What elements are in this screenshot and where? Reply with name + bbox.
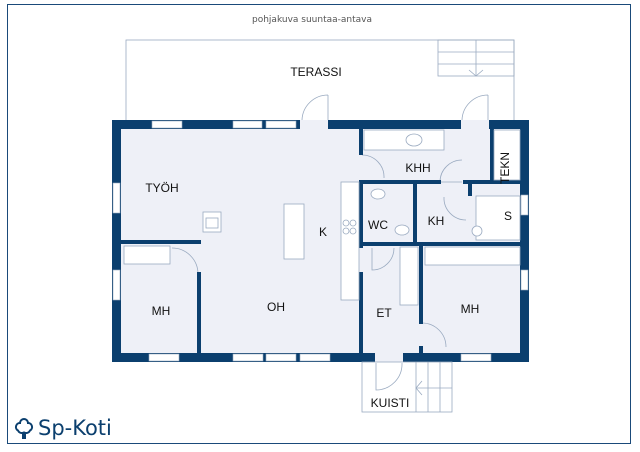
room-label-et: ET [376, 306, 392, 320]
fixtures [123, 129, 521, 306]
room-label-wc: WC [368, 218, 388, 232]
room-label-mh-right: MH [461, 302, 480, 316]
room-label-terassi: TERASSI [290, 65, 341, 79]
logo-text: Sp-Koti [38, 416, 112, 440]
porch [361, 361, 453, 413]
windows [112, 120, 529, 362]
disclaimer-text: pohjakuva suuntaa-antava [252, 15, 372, 25]
company-logo: Sp-Koti [12, 416, 112, 440]
tree-logo-icon [14, 417, 34, 439]
interior-walls [121, 129, 520, 353]
room-label-tyoh: TYÖH [145, 181, 178, 195]
room-label-tekn: TEKN [498, 152, 512, 184]
room-label-s: S [504, 209, 512, 223]
room-label-k: K [319, 225, 327, 239]
room-label-khh: KHH [405, 161, 430, 175]
room-label-kuisti: KUISTI [371, 396, 410, 410]
terrace-stairs [437, 39, 515, 77]
room-label-kh: KH [428, 214, 445, 228]
page-frame [7, 4, 631, 444]
room-label-oh: OH [267, 300, 285, 314]
room-label-mh-left: MH [152, 304, 171, 318]
